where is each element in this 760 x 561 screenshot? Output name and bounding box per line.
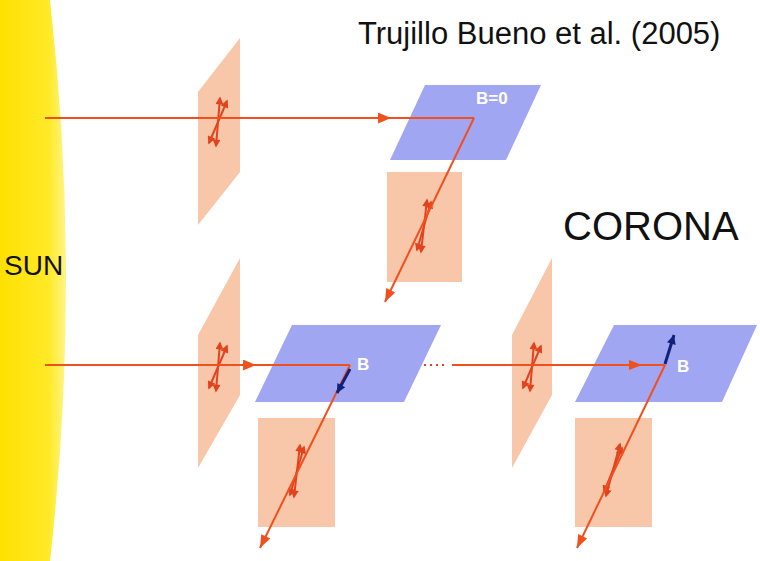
polarization-plane (387, 172, 462, 282)
scattering-plane: B=0 (390, 85, 542, 161)
citation-note: Trujillo Bueno et al. (2005) (358, 16, 720, 52)
oscillation-arrow (216, 98, 220, 146)
polarization-plane (198, 258, 240, 468)
light-ray (390, 117, 474, 119)
polarization-plane (512, 258, 552, 468)
light-ray (45, 364, 70, 366)
scattering-plane-fill (575, 325, 757, 402)
arrow-head (260, 534, 270, 548)
field-label: B=0 (476, 89, 508, 109)
scattering-plane: B (255, 325, 442, 403)
plane-shape (390, 85, 542, 161)
oscillation-arrow (530, 343, 534, 391)
scattering-plane-fill (255, 325, 441, 402)
sun-disk (0, 0, 66, 561)
scattered-ray (577, 365, 665, 548)
light-ray (452, 364, 576, 366)
light-ray (70, 117, 390, 119)
oscillation-arrow (606, 444, 620, 496)
polarization-plane (198, 38, 240, 225)
region-label: CORONA (563, 203, 739, 249)
plane-shape (575, 325, 760, 403)
arrow-head (385, 288, 395, 302)
arrow-head (667, 335, 676, 345)
light-ray (70, 364, 255, 366)
ellipsis-dots (418, 364, 447, 366)
light-ray (255, 364, 350, 366)
light-ray (575, 364, 665, 366)
light-ray (45, 117, 70, 119)
sun-label: SUN (4, 250, 63, 282)
arrow-head (337, 383, 345, 393)
scattering-plane-fill (390, 85, 541, 160)
sun-region: SUN (0, 0, 70, 561)
scattering-plane: B (575, 325, 760, 403)
arrow-head (629, 360, 642, 370)
magnetic-field-vector (337, 369, 350, 393)
oscillation-arrow (216, 343, 220, 391)
arrow-head (577, 534, 587, 548)
field-label: B (677, 357, 689, 377)
scattered-ray (385, 118, 474, 302)
scattered-ray (260, 365, 350, 548)
field-label: B (357, 355, 369, 375)
plane-shape (255, 325, 442, 403)
